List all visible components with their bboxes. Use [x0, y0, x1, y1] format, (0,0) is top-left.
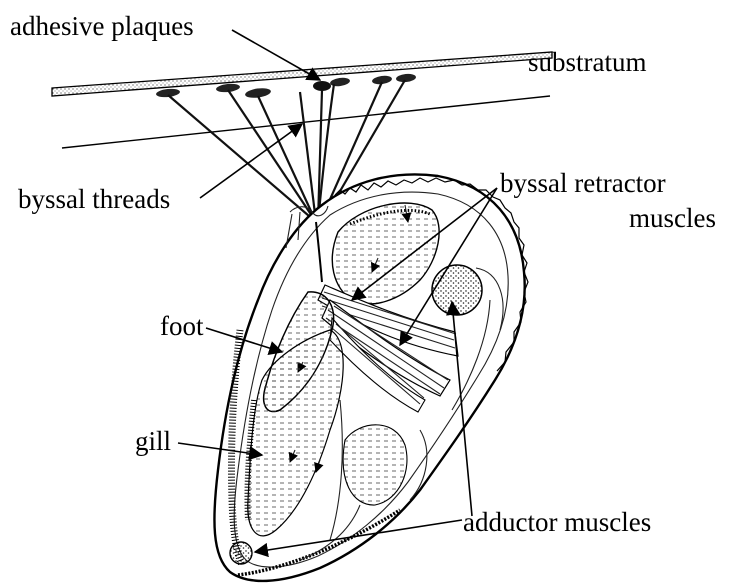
label-adhesive-plaques: adhesive plaques [10, 11, 194, 41]
label-gill: gill [135, 426, 171, 456]
label-foot: foot [160, 311, 204, 341]
label-substratum: substratum [528, 47, 647, 77]
anterior-adductor-muscle [230, 542, 252, 564]
label-adductor-muscles: adductor muscles [463, 507, 651, 537]
label-byssal-threads: byssal threads [18, 184, 170, 214]
label-byssal-retractor: byssal retractor [500, 168, 666, 198]
label-muscles: muscles [629, 203, 716, 233]
